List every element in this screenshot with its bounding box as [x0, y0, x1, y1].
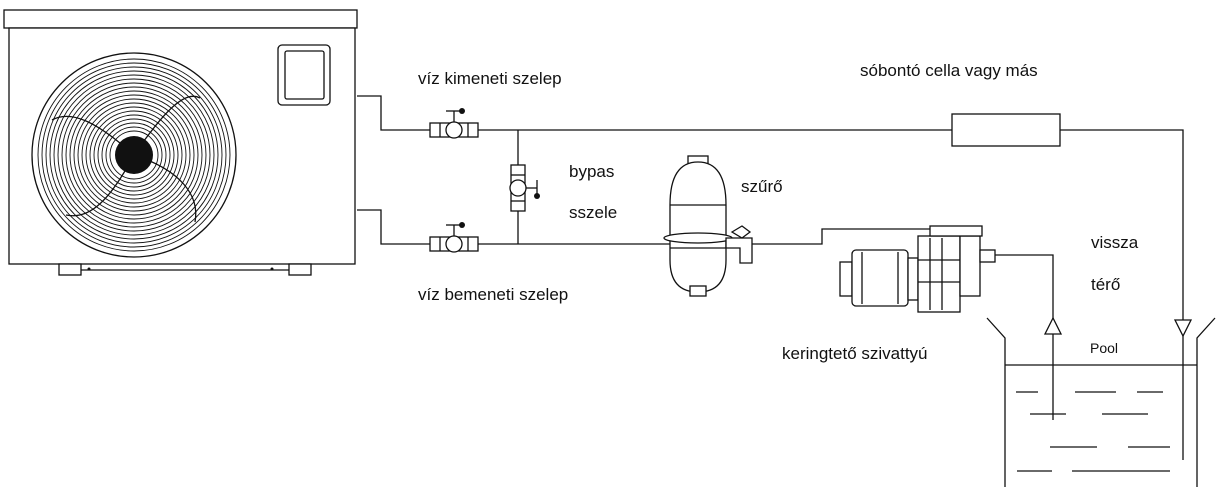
- inlet-valve-icon: [429, 222, 479, 253]
- fan-ring: [89, 110, 179, 200]
- fan-ring: [53, 74, 215, 236]
- salt-cell-icon: [951, 113, 1061, 147]
- fan-ring: [69, 90, 199, 220]
- fan-ring: [37, 58, 231, 252]
- fan-ring: [101, 122, 167, 188]
- fan-ring: [77, 98, 191, 212]
- bypass-label-1: bypas: [569, 162, 614, 181]
- fan-ring: [109, 130, 159, 180]
- fan-ring: [61, 82, 207, 228]
- filter-label: szűrő: [741, 177, 783, 196]
- fan-ring: [65, 86, 203, 224]
- pool-basin-icon: [986, 317, 1216, 487]
- fan-ring: [93, 114, 175, 196]
- flow-arrow-down-icon: [1173, 319, 1193, 338]
- return-label-1: vissza: [1091, 233, 1139, 252]
- pump-icon: [839, 225, 996, 313]
- fan-ring: [73, 94, 195, 216]
- fan-ring: [57, 78, 211, 232]
- fan-grille-icon: [31, 52, 237, 258]
- outlet-valve-icon: [429, 108, 479, 139]
- filter-tank-icon: [663, 155, 753, 297]
- fan-ring: [45, 66, 223, 244]
- fan-ring: [41, 62, 227, 248]
- fan-ring: [49, 70, 219, 240]
- flow-arrow-up-icon: [1043, 316, 1063, 335]
- bypass-label-2: sszele: [569, 203, 617, 222]
- return-label-2: térő: [1091, 275, 1120, 294]
- fan-ring: [81, 102, 187, 208]
- fan-ring: [85, 106, 183, 204]
- outlet-valve-label: víz kimeneti szelep: [418, 69, 562, 88]
- bypass-valve-icon: [509, 164, 540, 212]
- fan-ring: [97, 118, 171, 192]
- salt-cell-label: sóbontó cella vagy más: [860, 61, 1038, 80]
- pool-label: Pool: [1090, 340, 1118, 356]
- fan-ring: [105, 126, 163, 184]
- inlet-valve-label: víz bemeneti szelep: [418, 285, 568, 304]
- pump-label: keringtető szivattyú: [782, 344, 928, 363]
